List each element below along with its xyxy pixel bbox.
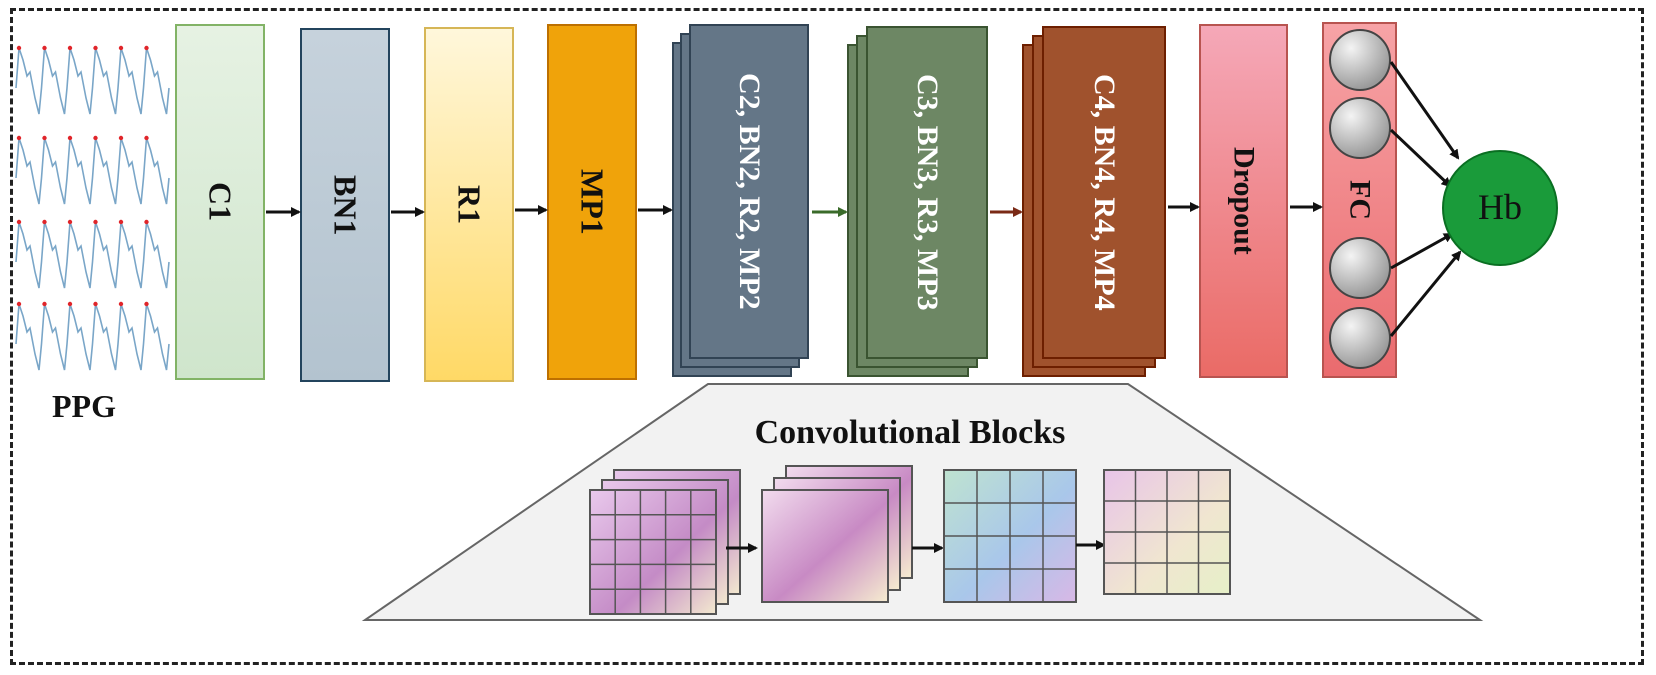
layer-block2: C2, BN2, R2, MP2 (689, 24, 809, 359)
output-node (1442, 150, 1558, 266)
ppg-peak-marker (42, 301, 47, 307)
feature-map-stack-1 (589, 469, 741, 615)
feature-map-stack-2 (761, 465, 913, 603)
ppg-peak-marker (67, 45, 73, 51)
ppg-peak-marker (118, 135, 124, 141)
ppg-peak-marker (118, 301, 124, 307)
output-label: Hb (1478, 187, 1522, 227)
ppg-waveform-row (15, 303, 170, 371)
ppg-peak-marker (144, 219, 149, 225)
layer-bn1: BN1 (300, 28, 390, 382)
layer-dropout: Dropout (1199, 24, 1288, 378)
ppg-peak-marker (93, 135, 98, 141)
fc-neuron (1329, 307, 1391, 369)
feature-map-activated (1103, 469, 1231, 595)
fc-neuron (1329, 29, 1391, 91)
ppg-waveform-row (15, 47, 170, 115)
layer-block3: C3, BN3, R3, MP3 (866, 26, 988, 359)
layer-dropout-label: Dropout (1227, 147, 1261, 255)
layer-mp1: MP1 (547, 24, 637, 380)
ppg-peak-marker (42, 219, 47, 225)
ppg-peak-marker (93, 219, 98, 225)
layer-block4-label: C4, BN4, R4, MP4 (1088, 74, 1121, 311)
ppg-peak-marker (42, 45, 47, 51)
fc-neuron (1329, 97, 1391, 159)
ppg-peak-marker (67, 219, 73, 225)
diagram-frame (10, 8, 1644, 665)
ppg-waveforms (15, 45, 170, 371)
ppg-peak-marker (67, 135, 73, 141)
ppg-peak-marker (144, 45, 149, 51)
layer-block4: C4, BN4, R4, MP4 (1042, 26, 1166, 359)
ppg-peak-marker (144, 135, 149, 141)
arrow-fc-output (1390, 232, 1454, 270)
ppg-peak-marker (16, 45, 22, 51)
ppg-peak-marker (118, 219, 124, 225)
arrow-fc-output (1389, 61, 1460, 160)
arrow-fc-output (1389, 128, 1452, 188)
layer-mp1-label: MP1 (574, 169, 611, 235)
layer-c1-label: C1 (202, 182, 239, 222)
layer-block2-label: C2, BN2, R2, MP2 (733, 73, 766, 310)
ppg-peak-marker (93, 45, 98, 51)
ppg-waveform-row (15, 137, 170, 205)
ppg-label: PPG (52, 388, 116, 424)
ppg-peak-marker (93, 301, 98, 307)
layer-r1-label: R1 (451, 184, 488, 225)
layer-bn1-label: BN1 (327, 174, 364, 236)
ppg-peak-marker (67, 301, 73, 307)
feature-map-normalized (943, 469, 1077, 603)
layer-c1: C1 (175, 24, 265, 380)
layer-r1: R1 (424, 27, 514, 382)
arrow-fc-output (1389, 250, 1462, 337)
ppg-peak-marker (118, 45, 124, 51)
ppg-peak-marker (16, 135, 22, 141)
layer-block3-label: C3, BN3, R3, MP3 (911, 74, 944, 311)
ppg-waveform-row (15, 221, 170, 289)
ppg-peak-marker (16, 301, 22, 307)
ppg-peak-marker (144, 301, 149, 307)
inset-title: Convolutional Blocks (754, 414, 1066, 451)
ppg-peak-marker (16, 219, 22, 225)
fc-neuron (1329, 237, 1391, 299)
layer-fc-label: FC (1343, 180, 1377, 220)
ppg-peak-marker (42, 135, 47, 141)
